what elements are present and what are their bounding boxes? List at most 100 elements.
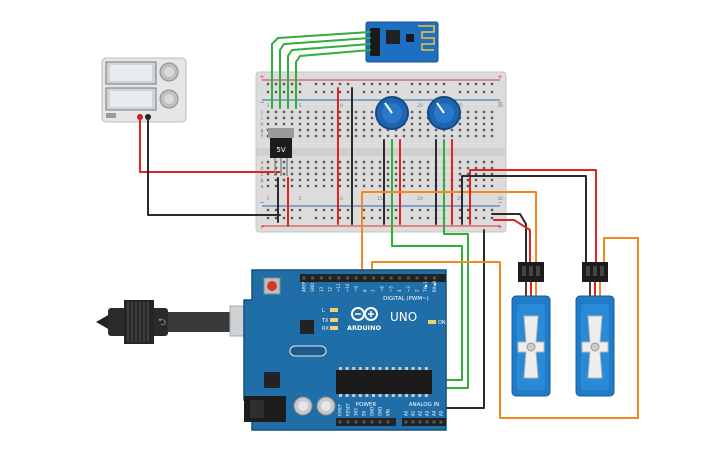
rail-hole[interactable] bbox=[282, 216, 286, 220]
breadboard-hole[interactable] bbox=[394, 178, 398, 182]
breadboard-hole[interactable] bbox=[306, 116, 310, 120]
breadboard-hole[interactable] bbox=[458, 178, 462, 182]
breadboard-hole[interactable] bbox=[314, 184, 318, 188]
rail-hole[interactable] bbox=[466, 90, 470, 94]
rail-hole[interactable] bbox=[322, 208, 326, 212]
breadboard-hole[interactable] bbox=[346, 172, 350, 176]
breadboard-hole[interactable] bbox=[338, 178, 342, 182]
breadboard-hole[interactable] bbox=[418, 122, 422, 126]
breadboard-hole[interactable] bbox=[434, 128, 438, 132]
breadboard-hole[interactable] bbox=[482, 172, 486, 176]
breadboard-hole[interactable] bbox=[322, 134, 326, 138]
breadboard-hole[interactable] bbox=[290, 172, 294, 176]
breadboard-hole[interactable] bbox=[298, 172, 302, 176]
orange-wire-servo1[interactable] bbox=[361, 191, 537, 279]
rail-hole[interactable] bbox=[330, 208, 334, 212]
rail-hole[interactable] bbox=[266, 216, 270, 220]
breadboard-hole[interactable] bbox=[418, 110, 422, 114]
digital-pin[interactable] bbox=[433, 276, 436, 280]
rail-hole[interactable] bbox=[346, 208, 350, 212]
rail-hole[interactable] bbox=[394, 208, 398, 212]
breadboard-hole[interactable] bbox=[306, 128, 310, 132]
breadboard-hole[interactable] bbox=[346, 122, 350, 126]
breadboard-hole[interactable] bbox=[266, 172, 270, 176]
rail-hole[interactable] bbox=[346, 82, 350, 86]
rail-hole[interactable] bbox=[266, 90, 270, 94]
rail-hole[interactable] bbox=[458, 216, 462, 220]
breadboard-hole[interactable] bbox=[330, 116, 334, 120]
breadboard-hole[interactable] bbox=[338, 110, 342, 114]
breadboard-hole[interactable] bbox=[482, 110, 486, 114]
breadboard-hole[interactable] bbox=[418, 166, 422, 170]
breadboard-hole[interactable] bbox=[482, 184, 486, 188]
breadboard-hole[interactable] bbox=[314, 172, 318, 176]
digital-pin[interactable] bbox=[337, 276, 341, 280]
breadboard-hole[interactable] bbox=[290, 160, 294, 164]
breadboard-hole[interactable] bbox=[426, 122, 430, 126]
breadboard-hole[interactable] bbox=[322, 128, 326, 132]
breadboard-hole[interactable] bbox=[298, 160, 302, 164]
breadboard-hole[interactable] bbox=[402, 128, 406, 132]
rail-hole[interactable] bbox=[338, 216, 342, 220]
breadboard-hole[interactable] bbox=[330, 178, 334, 182]
rail-hole[interactable] bbox=[410, 90, 414, 94]
rail-hole[interactable] bbox=[458, 208, 462, 212]
breadboard-hole[interactable] bbox=[426, 160, 430, 164]
rail-hole[interactable] bbox=[338, 90, 342, 94]
breadboard-hole[interactable] bbox=[362, 134, 366, 138]
rail-hole[interactable] bbox=[394, 90, 398, 94]
breadboard-hole[interactable] bbox=[338, 128, 342, 132]
rail-hole[interactable] bbox=[274, 216, 278, 220]
power-pin[interactable] bbox=[378, 420, 382, 424]
breadboard-hole[interactable] bbox=[370, 128, 374, 132]
digital-pin[interactable] bbox=[346, 276, 349, 280]
breadboard-hole[interactable] bbox=[426, 134, 430, 138]
rail-hole[interactable] bbox=[298, 208, 302, 212]
breadboard-hole[interactable] bbox=[490, 110, 494, 114]
breadboard-hole[interactable] bbox=[362, 172, 366, 176]
breadboard-hole[interactable] bbox=[418, 128, 422, 132]
breadboard-hole[interactable] bbox=[418, 116, 422, 120]
breadboard-hole[interactable] bbox=[466, 184, 470, 188]
breadboard-hole[interactable] bbox=[314, 178, 318, 182]
rail-hole[interactable] bbox=[458, 82, 462, 86]
breadboard-hole[interactable] bbox=[466, 116, 470, 120]
breadboard-hole[interactable] bbox=[354, 128, 358, 132]
digital-pin[interactable] bbox=[302, 276, 306, 280]
servo-1[interactable] bbox=[511, 262, 551, 397]
rail-hole[interactable] bbox=[290, 208, 294, 212]
breadboard-hole[interactable] bbox=[490, 122, 494, 126]
rail-hole[interactable] bbox=[482, 208, 486, 212]
rail-hole[interactable] bbox=[298, 216, 302, 220]
rail-hole[interactable] bbox=[394, 216, 398, 220]
breadboard-hole[interactable] bbox=[306, 110, 310, 114]
breadboard-hole[interactable] bbox=[394, 128, 398, 132]
rail-hole[interactable] bbox=[482, 216, 486, 220]
rail-hole[interactable] bbox=[434, 82, 438, 86]
power-pin[interactable] bbox=[362, 420, 366, 424]
breadboard[interactable]: jihgfedcba115510101515202025253030++++−−… bbox=[255, 71, 507, 233]
rail-hole[interactable] bbox=[490, 208, 494, 212]
breadboard-hole[interactable] bbox=[346, 128, 350, 132]
breadboard-hole[interactable] bbox=[474, 178, 478, 182]
rail-hole[interactable] bbox=[466, 82, 470, 86]
breadboard-hole[interactable] bbox=[282, 110, 286, 114]
breadboard-hole[interactable] bbox=[362, 184, 366, 188]
rail-hole[interactable] bbox=[314, 208, 318, 212]
breadboard-hole[interactable] bbox=[266, 116, 270, 120]
breadboard-hole[interactable] bbox=[338, 184, 342, 188]
breadboard-hole[interactable] bbox=[306, 184, 310, 188]
breadboard-hole[interactable] bbox=[410, 116, 414, 120]
breadboard-hole[interactable] bbox=[466, 160, 470, 164]
rail-hole[interactable] bbox=[362, 216, 366, 220]
rail-hole[interactable] bbox=[426, 82, 430, 86]
breadboard-hole[interactable] bbox=[330, 128, 334, 132]
breadboard-hole[interactable] bbox=[466, 122, 470, 126]
breadboard-hole[interactable] bbox=[266, 122, 270, 126]
breadboard-hole[interactable] bbox=[410, 122, 414, 126]
power-pin[interactable] bbox=[338, 420, 342, 424]
breadboard-hole[interactable] bbox=[426, 178, 430, 182]
rail-hole[interactable] bbox=[474, 208, 478, 212]
breadboard-hole[interactable] bbox=[426, 166, 430, 170]
